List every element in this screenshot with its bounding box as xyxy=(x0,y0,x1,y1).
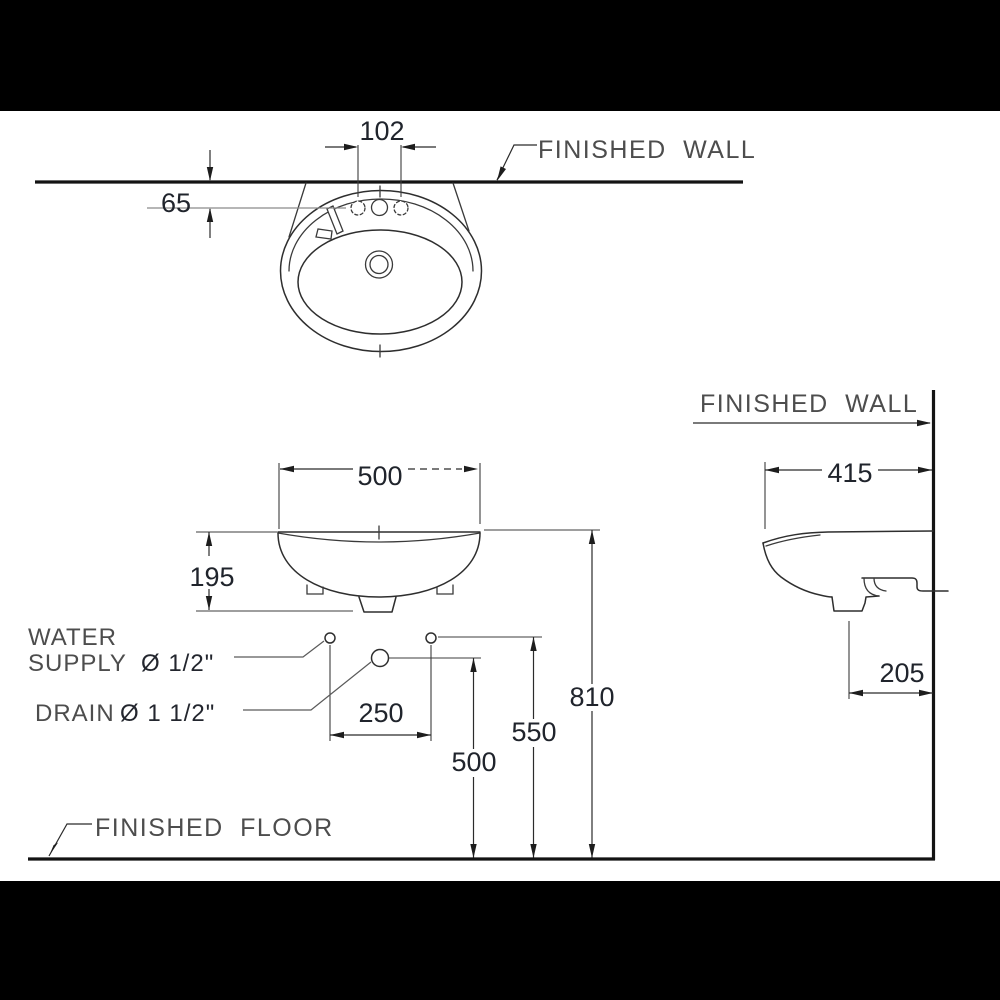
finished-wall-side-label: FINISHED WALL xyxy=(700,390,918,418)
faucet-hole-center xyxy=(370,198,389,217)
basin-side-body xyxy=(762,542,833,598)
basin-side-trap xyxy=(831,595,880,612)
side-view: FINISHED WALL 415 205 xyxy=(693,390,949,860)
dim-205: 205 xyxy=(848,621,933,699)
faucet-spout xyxy=(315,228,333,240)
basin-front-outline xyxy=(277,525,481,613)
mount-bracket xyxy=(861,577,949,592)
drain-callout: DRAIN Ø 1 1/2" xyxy=(35,661,372,727)
dim-415: 415 xyxy=(764,458,932,529)
dim-102-value: 102 xyxy=(359,116,404,146)
finished-wall-top-label: FINISHED WALL xyxy=(538,136,756,164)
faucet-hole-right xyxy=(393,200,409,216)
supply-point-right xyxy=(425,632,437,644)
basin-front-trap xyxy=(358,596,397,613)
basin-side-outline xyxy=(762,530,949,612)
dim-195-value: 195 xyxy=(189,562,234,592)
dim-65: 65 xyxy=(147,150,346,238)
dim-415-value: 415 xyxy=(827,458,872,488)
mount-tab-left xyxy=(306,584,324,595)
top-view: 102 65 FINISHED WALL xyxy=(35,116,756,358)
wall-cut-left xyxy=(288,182,307,238)
dim-205-value: 205 xyxy=(879,658,924,688)
basin-outer-rim xyxy=(279,189,483,353)
basin-front-bowl xyxy=(277,532,481,598)
water-supply-size: Ø 1/2" xyxy=(141,650,214,677)
dim-500-height-value: 500 xyxy=(451,747,496,777)
dim-550-value: 550 xyxy=(511,717,556,747)
water-supply-label-line1: WATER xyxy=(28,624,117,651)
drain-label: DRAIN xyxy=(35,700,115,727)
finished-wall-top-callout: FINISHED WALL xyxy=(496,136,756,181)
dim-550: 550 xyxy=(438,636,557,858)
floor: FINISHED FLOOR xyxy=(28,814,935,861)
dim-195: 195 xyxy=(189,531,353,612)
dim-102: 102 xyxy=(325,116,436,197)
dim-810-value: 810 xyxy=(569,682,614,712)
front-view: 500 195 250 500 xyxy=(28,461,615,858)
dim-65-value: 65 xyxy=(161,188,191,218)
mount-tab-right xyxy=(436,584,454,595)
dim-250-value: 250 xyxy=(358,698,403,728)
drain-point xyxy=(370,648,390,668)
basin-bowl-opening xyxy=(297,229,463,335)
wall-cut-right xyxy=(452,182,470,232)
supply-point-left xyxy=(324,632,336,644)
dim-810: 810 xyxy=(484,529,615,858)
drain-bend-inner xyxy=(873,577,887,592)
dim-500-height: 500 xyxy=(389,657,497,858)
water-supply-callout: WATER SUPPLY Ø 1/2" xyxy=(28,624,325,677)
dim-250: 250 xyxy=(329,645,432,741)
water-supply-label-line2: SUPPLY xyxy=(28,650,127,677)
basin-top-outline xyxy=(279,182,483,358)
paper-background xyxy=(0,111,1000,881)
finished-wall-side-callout: FINISHED WALL xyxy=(693,390,931,427)
drain-hole-inner xyxy=(369,254,389,275)
finished-floor-label: FINISHED FLOOR xyxy=(95,814,334,842)
basin-side-rim-top xyxy=(762,530,934,544)
dim-500-width-value: 500 xyxy=(357,461,402,491)
finished-floor-callout: FINISHED FLOOR xyxy=(48,814,334,857)
faucet-hole-left xyxy=(350,200,366,216)
dim-500-width: 500 xyxy=(278,461,481,529)
basin-front-rim-dip xyxy=(277,532,481,543)
drain-bend-outer xyxy=(863,577,880,597)
drain-size: Ø 1 1/2" xyxy=(120,700,215,727)
basin-side-rim-inner xyxy=(765,534,821,547)
